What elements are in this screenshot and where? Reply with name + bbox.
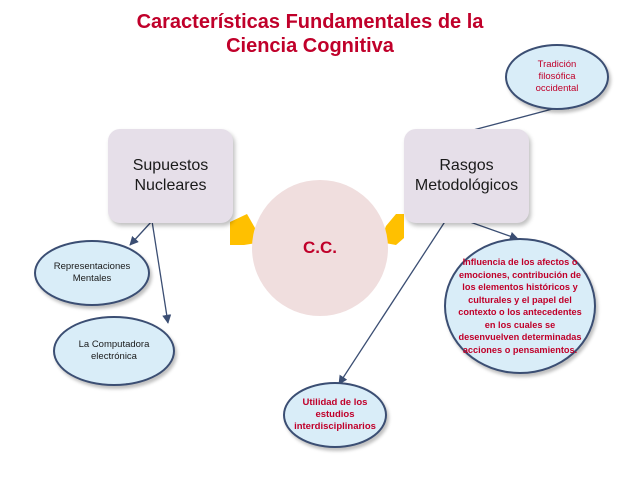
box-right-line-1: Rasgos bbox=[439, 157, 494, 174]
box-right-line-2: Metodológicos bbox=[414, 177, 519, 194]
box-left-line-2: Nucleares bbox=[134, 177, 207, 194]
inf-line-3: los elementos históricos y bbox=[462, 282, 578, 292]
connector-to-computadora bbox=[151, 220, 172, 324]
inf-line-5: contexto o los antecedentes bbox=[458, 307, 582, 317]
util-line-3: interdisciplinarios bbox=[294, 421, 376, 432]
rep-line-2: Mentales bbox=[72, 273, 112, 284]
cc-center-circle: C.C. bbox=[252, 180, 388, 316]
connector-to-influencia bbox=[469, 221, 519, 241]
title-line-1: Características Fundamentales de la bbox=[136, 11, 484, 33]
connector-to-representaciones bbox=[129, 220, 153, 246]
inf-line-1: Influencia de los afectos o bbox=[462, 257, 578, 267]
util-line-1: Utilidad de los bbox=[302, 397, 368, 408]
trad-line-1: Tradición bbox=[537, 59, 577, 70]
inf-line-7: desenvuelven determinadas bbox=[458, 332, 582, 342]
computadora-electronica-ellipse: La Computadora electrónica bbox=[53, 316, 175, 386]
representaciones-mentales-ellipse: Representaciones Mentales bbox=[34, 240, 150, 306]
util-line-2: estudios bbox=[315, 409, 355, 420]
inf-line-4: culturales y el papel del bbox=[468, 294, 572, 305]
utilidad-estudios-ellipse: Utilidad de los estudios interdisciplina… bbox=[283, 382, 387, 448]
comp-line-2: electrónica bbox=[91, 351, 137, 362]
supuestos-nucleares-box: Supuestos Nucleares bbox=[108, 129, 233, 223]
trad-line-3: occidental bbox=[535, 83, 579, 94]
inf-line-6: en los cuales se bbox=[484, 319, 556, 330]
diagram-title: Características Fundamentales de la Cien… bbox=[100, 10, 520, 58]
trad-line-2: filosófica bbox=[538, 71, 576, 82]
inf-line-8: acciones o pensamientos. bbox=[462, 344, 578, 355]
box-left-line-1: Supuestos bbox=[132, 157, 209, 174]
inf-line-2: emociones, contribución de bbox=[458, 269, 581, 280]
comp-line-1: La Computadora bbox=[78, 339, 150, 350]
rasgos-metodologicos-box: Rasgos Metodológicos bbox=[404, 129, 529, 223]
tradicion-filosofica-ellipse: Tradición filosófica occidental bbox=[505, 44, 609, 110]
rep-line-1: Representaciones bbox=[53, 261, 131, 272]
cc-label: C.C. bbox=[303, 238, 337, 257]
influencia-afectos-ellipse: Influencia de los afectos o emociones, c… bbox=[444, 238, 596, 374]
title-line-2: Ciencia Cognitiva bbox=[226, 35, 394, 57]
